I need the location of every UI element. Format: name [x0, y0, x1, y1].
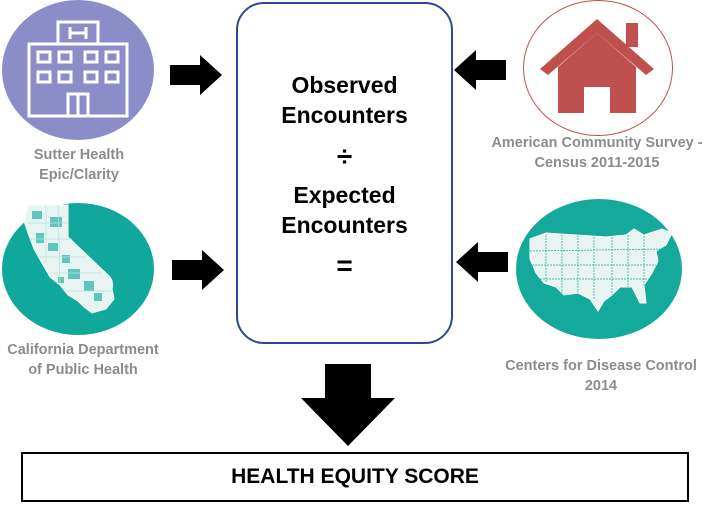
observed-encounters-line: Encounters	[281, 102, 408, 128]
sutter-health-label: Sutter Health Epic/Clarity	[0, 145, 158, 185]
formula-box: Observed Encounters ÷ Expected Encounter…	[236, 2, 453, 344]
expected-line: Expected	[293, 182, 396, 208]
acs-circle	[523, 0, 673, 136]
sutter-health-label-line2: Epic/Clarity	[39, 167, 119, 183]
cdph-label: California Department of Public Health	[0, 340, 170, 380]
health-equity-score-label: HEALTH EQUITY SCORE	[231, 465, 479, 488]
sutter-health-circle	[2, 0, 154, 140]
equals-symbol: =	[336, 250, 353, 281]
arrow-left-icon-cdc	[456, 242, 508, 282]
usa-map-icon	[529, 228, 673, 312]
cdph-circle	[2, 203, 154, 335]
cdc-label-line1: Centers for Disease Control	[505, 358, 697, 374]
cdph-label-line2: of Public Health	[28, 362, 138, 378]
house-icon	[540, 19, 654, 113]
arrow-left-icon-acs	[454, 50, 506, 90]
expected-encounters-line: Encounters	[281, 212, 408, 238]
cdc-label: Centers for Disease Control 2014	[486, 356, 714, 396]
observed-line: Observed	[291, 72, 398, 98]
arrow-right-icon-sutter	[170, 55, 222, 95]
arrow-right-icon-cdph	[172, 250, 224, 290]
health-equity-score-box: HEALTH EQUITY SCORE	[21, 452, 689, 502]
cdc-label-line2: 2014	[584, 378, 618, 394]
hospital-building-icon	[27, 20, 129, 118]
arrow-down-icon	[301, 364, 395, 446]
acs-label-line1: American Community Survey -	[491, 135, 703, 151]
cdc-circle	[516, 199, 682, 339]
divide-symbol: ÷	[336, 141, 353, 172]
sutter-health-label-line1: Sutter Health	[33, 147, 125, 163]
cdph-label-line1: California Department	[7, 342, 159, 358]
acs-label: American Community Survey - Census 2011-…	[478, 133, 714, 173]
california-map-icon	[23, 204, 115, 314]
acs-label-line2: Census 2011-2015	[534, 155, 660, 171]
